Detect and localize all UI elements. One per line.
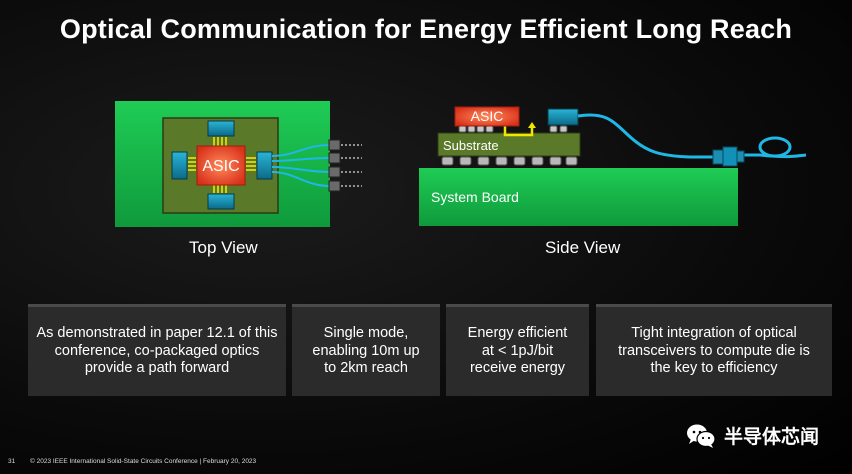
side-view-fiber bbox=[577, 113, 720, 159]
info-box-single-mode: Single mode, enabling 10m up to 2km reac… bbox=[292, 304, 440, 396]
packaging-diagram: ASIC bbox=[115, 101, 807, 227]
info-box-text: Tight integration of optical transceiver… bbox=[618, 325, 810, 377]
side-view-optical-engine bbox=[547, 108, 579, 126]
info-box-integration: Tight integration of optical transceiver… bbox=[596, 304, 832, 396]
watermark-text: 半导体芯闻 bbox=[724, 426, 820, 448]
substrate-label: Substrate bbox=[443, 138, 499, 153]
page-number: 31 bbox=[8, 458, 16, 465]
watermark: 半导体芯闻 bbox=[686, 422, 819, 449]
info-box-co-packaged: As demonstrated in paper 12.1 of this co… bbox=[28, 304, 286, 396]
substrate bbox=[437, 132, 581, 157]
info-box-text: As demonstrated in paper 12.1 of this co… bbox=[36, 325, 278, 377]
optical-engine-left bbox=[171, 151, 188, 180]
asic-optics-link bbox=[503, 126, 534, 137]
side-view-diagram: ASIC Substrate System Board bbox=[419, 106, 807, 226]
footer-copyright: © 2023 IEEE International Solid-State Ci… bbox=[30, 458, 257, 465]
microbumps bbox=[458, 125, 568, 133]
system-board bbox=[419, 168, 738, 226]
wechat-icon bbox=[687, 424, 716, 448]
top-view-asic bbox=[196, 145, 246, 186]
slide-title: Optical Communication for Energy Efficie… bbox=[59, 14, 793, 44]
info-box-text: Single mode, enabling 10m up to 2km reac… bbox=[312, 325, 420, 377]
top-view-asic-label: ASIC bbox=[202, 158, 239, 175]
fiber-loop bbox=[758, 136, 792, 158]
side-view-asic-label: ASIC bbox=[471, 108, 504, 124]
fiber-connectors bbox=[328, 139, 362, 192]
optical-engine-right bbox=[256, 151, 273, 180]
top-view-fibers bbox=[271, 144, 331, 187]
fiber-connector-side bbox=[712, 146, 745, 167]
info-box-energy: Energy efficient at < 1pJ/bit receive en… bbox=[446, 304, 589, 396]
solder-balls bbox=[441, 156, 578, 166]
top-view-diagram: ASIC bbox=[115, 101, 362, 227]
optical-engine-bottom bbox=[207, 193, 235, 210]
side-view-asic bbox=[454, 106, 520, 127]
bond-wires bbox=[188, 137, 256, 193]
system-board-label: System Board bbox=[431, 189, 519, 205]
side-view-caption: Side View bbox=[545, 238, 621, 257]
info-box-text: Energy efficient at < 1pJ/bit receive en… bbox=[467, 325, 568, 377]
top-view-caption: Top View bbox=[189, 238, 258, 257]
optical-engine-top bbox=[207, 120, 235, 137]
